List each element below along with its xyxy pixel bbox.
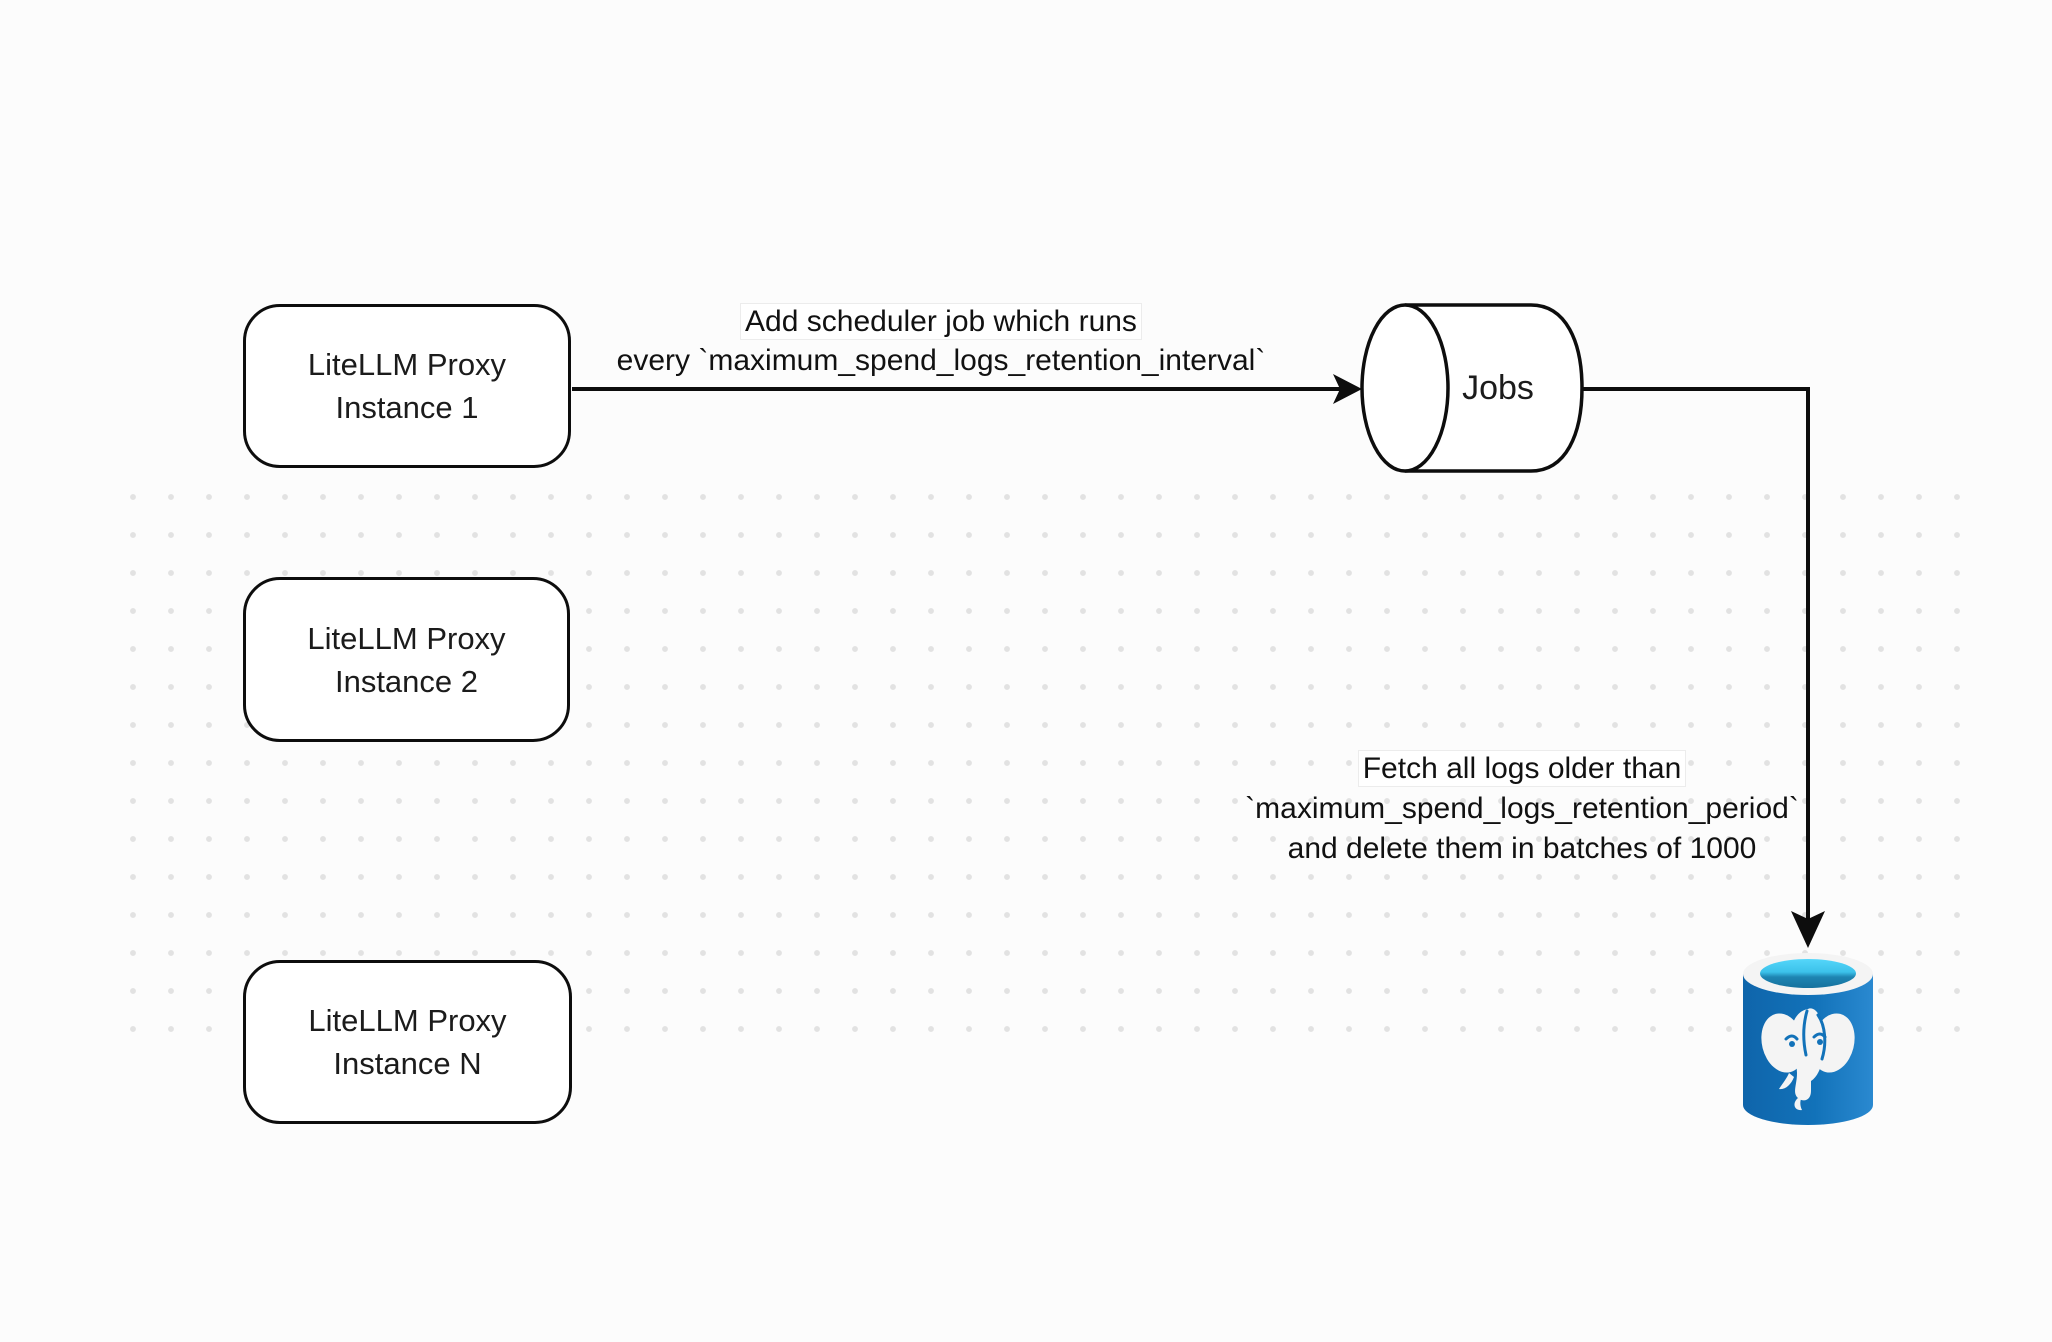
postgresql-icon (1743, 953, 1873, 1125)
arrowhead-right-icon (1333, 374, 1362, 404)
postgresql-elephant (1761, 1008, 1855, 1111)
arrowhead-down-icon (1791, 911, 1825, 948)
arrow-proxy1-to-jobs (572, 374, 1362, 404)
edge-label-scheduler-line2: every `maximum_spend_logs_retention_inte… (616, 344, 1266, 377)
edge-label-fetch-line2: `maximum_spend_logs_retention_period` (1245, 792, 1799, 825)
edge-label-scheduler-line1: Add scheduler job which runs (591, 302, 1291, 341)
arrow-jobs-to-postgres (1582, 387, 1825, 948)
postgres-cylinder-opening (1760, 959, 1856, 988)
edge-label-fetch-line3: and delete them in batches of 1000 (1287, 832, 1757, 865)
jobs-cylinder (1360, 303, 1584, 473)
edge-label-fetch-line1: Fetch all logs older than (1212, 749, 1832, 789)
node-litellm-proxy-instance-2: LiteLLM Proxy Instance 2 (243, 577, 570, 742)
edge-label-scheduler: Add scheduler job which runs every `maxi… (591, 302, 1291, 380)
node-litellm-proxy-instance-1: LiteLLM Proxy Instance 1 (243, 304, 571, 468)
node-jobs-label: Jobs (1462, 368, 1534, 407)
edge-label-fetch: Fetch all logs older than `maximum_spend… (1212, 749, 1832, 869)
node-litellm-proxy-instance-n: LiteLLM Proxy Instance N (243, 960, 572, 1124)
